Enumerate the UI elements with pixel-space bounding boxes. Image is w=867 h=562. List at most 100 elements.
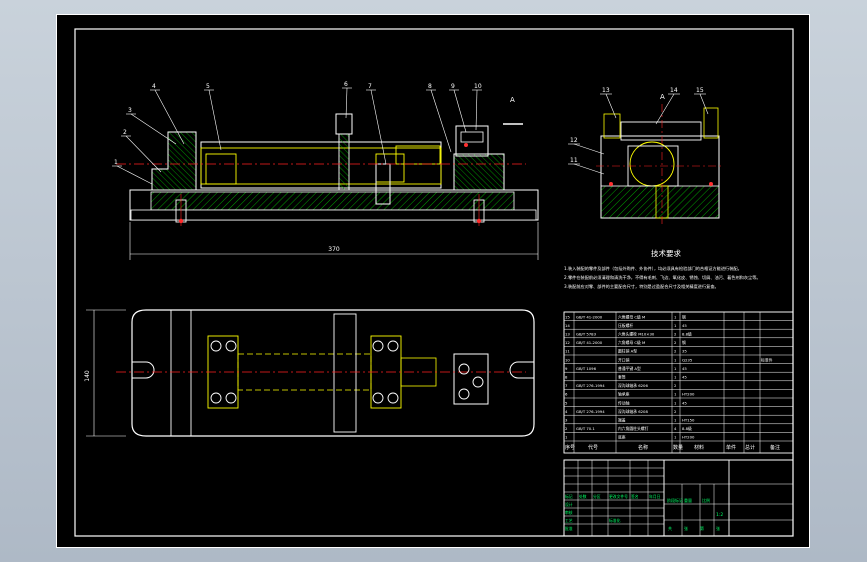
base-bottom [130, 209, 537, 221]
section-label: A [510, 96, 515, 104]
bom-cell-no: 3 [565, 418, 568, 423]
bom-cell-material: 8.8级 [682, 332, 692, 337]
leader-line [699, 93, 709, 115]
leader-line [605, 93, 617, 119]
bom-cell-code: GB/T 41-2000 [576, 340, 603, 345]
bom-cell-no: 9 [565, 366, 568, 371]
bom-cell-no: 5 [565, 400, 568, 405]
shaft [200, 147, 442, 185]
inner-border [74, 28, 794, 537]
balloon-14: 14 [670, 87, 678, 94]
middle-support [338, 133, 350, 191]
leader-line [208, 89, 222, 151]
leader-line [453, 89, 467, 133]
bom-cell-name: 六角螺母 C级 M [618, 340, 645, 345]
balloon-2: 2 [123, 129, 127, 136]
bom-cell-qty: 1 [674, 435, 677, 440]
middle-nut [335, 113, 353, 135]
title-label: 更改文件号 [609, 494, 628, 499]
bom-cell-name: 深沟球轴承 6206 [618, 383, 648, 388]
bom-cell-name: 轴承座 [618, 392, 630, 397]
base-plate-section [150, 191, 515, 211]
bom-cell-qty: 1 [674, 418, 677, 423]
bom-cell-no: 15 [565, 314, 570, 319]
bom-cell-material: 8.8级 [682, 426, 692, 431]
sheet-label: 张 [716, 525, 720, 531]
bom-cell-name: 压板螺杆 [618, 323, 633, 328]
bom-cell-qty: 2 [674, 332, 677, 337]
top-middle-support [333, 313, 357, 433]
right-top-cap [455, 125, 489, 157]
balloon-11: 11 [570, 157, 578, 164]
length-dimension: 370 [328, 246, 340, 253]
title-row-label: 设计 [565, 502, 573, 507]
stage-label: 比例 [702, 497, 710, 503]
bom-cell-name: 套筒 [618, 375, 626, 380]
bom-cell-material: 35 [682, 349, 687, 354]
bom-cell-qty: 1 [674, 314, 677, 319]
title-row-label: 批准 [565, 526, 573, 531]
side-right-nut [703, 107, 719, 139]
bom-cell-no: 1 [565, 435, 568, 440]
bom-cell-material: 45 [682, 323, 687, 328]
bom-cell-name: 内六角圆柱头螺钉 [618, 426, 649, 431]
bom-cell-no: 11 [565, 349, 570, 354]
sheet-label: 第 [700, 525, 704, 531]
bom-cell-no: 4 [565, 409, 568, 414]
side-section-label: A [660, 93, 665, 101]
shaft-housing [200, 141, 442, 189]
bom-cell-name: 深沟球轴承 6208 [618, 409, 648, 414]
bom-cell-name: 普通平键 A型 [618, 366, 641, 371]
outer-border [56, 14, 810, 548]
title-row-label: 审核 [565, 510, 573, 515]
bom-cell-name: 传动轴 [618, 400, 630, 405]
bom-cell-qty: 1 [674, 400, 677, 405]
bom-cell-code: GB/T 276-1994 [576, 409, 605, 414]
balloon-4: 4 [152, 83, 156, 90]
bom-cell-material: 钢 [682, 314, 686, 319]
right-bearing-block [453, 153, 505, 191]
bom-cell-no: 14 [565, 323, 570, 328]
stage-label: 阶段标记 [667, 497, 683, 503]
title-block: 标记处数分区更改文件号签名年月日设计审核工艺批准标准化阶段标记重量比例1:2共张… [563, 459, 794, 537]
top-base-outline [131, 309, 535, 437]
slot-right [509, 361, 534, 379]
title-label: 签名 [631, 494, 639, 499]
bom-cell-qty: 1 [674, 375, 677, 380]
bom-cell-material: 钢 [682, 340, 686, 345]
bom-header-material: 材料 [694, 444, 704, 451]
bom-cell-qty: 2 [674, 340, 677, 345]
leader-line [154, 89, 185, 145]
bom-cell-name: 底座 [618, 435, 626, 440]
bom-cell-material: 45 [682, 400, 687, 405]
bom-cell-name: 端盖 [618, 418, 626, 423]
bom-cell-material: HT150 [682, 418, 695, 423]
top-right-block [453, 353, 489, 405]
bom-cell-qty: 1 [674, 366, 677, 371]
note-3: 3.装配前应对零、部件的主要配合尺寸，特别是过盈配合尺寸及相关精度进行复查。 [564, 283, 719, 290]
balloon-7: 7 [368, 83, 372, 90]
bom-cell-name: 圆柱销 A型 [618, 349, 637, 354]
slot-left [132, 361, 155, 379]
bom-cell-material: Q235 [682, 357, 693, 362]
bom-header-unit_weight: 单件 [726, 444, 736, 451]
side-left-nut [603, 113, 621, 139]
leader-line [475, 89, 478, 131]
leader-line [370, 89, 387, 165]
bom-cell-name: 六角头螺栓 M10×30 [618, 332, 655, 337]
top-view: 140 [84, 309, 535, 437]
technical-notes: 技术要求 1.装入装配的零件及部件（包括外购件、外协件），均必须具有检验部门的合… [564, 248, 761, 290]
notes-title: 技术要求 [651, 248, 681, 258]
bom-cell-material: HT200 [682, 392, 695, 397]
bom-cell-name: 开口销 [618, 357, 630, 362]
shaft-end [395, 145, 441, 165]
leader-line [573, 143, 605, 155]
leader-line [116, 165, 153, 185]
balloon-9: 9 [451, 83, 455, 90]
balloon-8: 8 [428, 83, 432, 90]
bom-cell-qty: 1 [674, 323, 677, 328]
